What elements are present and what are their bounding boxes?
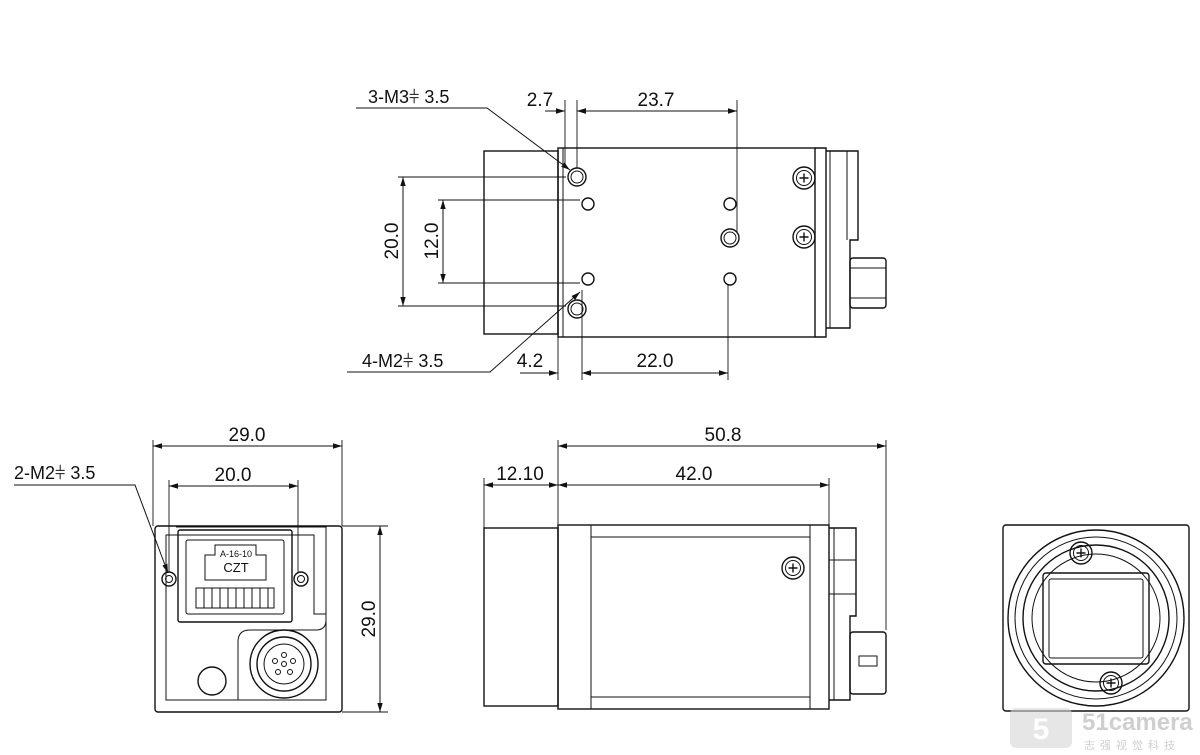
dim-hole-offset-top: 2.7 [527, 90, 553, 111]
dim-hole-offset-bottom: 4.2 [517, 351, 543, 372]
dim-lens-length: 12.10 [496, 464, 544, 485]
sensor-window [1042, 572, 1150, 665]
dim-hole-spacing-top: 23.7 [638, 90, 675, 111]
top-lens-barrel [483, 150, 559, 335]
top-view: 2.7 23.7 4.2 22.0 20.0 12.0 3-M3⫩ 3.5 4-… [347, 87, 887, 380]
connector-code: A-16-10 [220, 549, 252, 559]
dim-rear-height: 29.0 [359, 601, 380, 638]
dim-hole-spacing-inner: 12.0 [422, 223, 443, 260]
callout-rear-m2-holes: 2-M2⫩ 3.5 [14, 463, 95, 483]
watermark-brand: 51camera [1082, 709, 1193, 736]
power-connector-icon [249, 629, 319, 699]
side-view: 50.8 12.10 42.0 [483, 425, 887, 710]
callout-m2-holes: 4-M2⫩ 3.5 [362, 351, 443, 371]
top-body [557, 147, 816, 338]
callout-m3-holes: 3-M3⫩ 3.5 [368, 87, 449, 107]
dim-hole-spacing-bottom: 22.0 [637, 351, 674, 372]
side-screw-icon [781, 556, 805, 580]
dim-rear-inner-width: 20.0 [215, 465, 252, 486]
rear-housing [154, 525, 343, 713]
dim-hole-spacing-outer: 20.0 [382, 223, 403, 260]
dim-rear-width: 29.0 [229, 425, 266, 446]
front-housing [1002, 524, 1190, 712]
dim-body-length: 42.0 [676, 464, 713, 485]
front-view [1002, 524, 1190, 712]
svg-text:5: 5 [1033, 713, 1050, 746]
front-screw-icon [1069, 541, 1093, 565]
dim-overall-length: 50.8 [705, 425, 742, 446]
watermark-logo: 5 51camera 志强视觉科技 [1010, 708, 1193, 752]
status-led-icon [197, 666, 227, 696]
top-screw-icon [792, 166, 816, 190]
watermark-tagline: 志强视觉科技 [1084, 738, 1180, 752]
connector-brand: CZT [223, 560, 248, 575]
side-body [557, 524, 830, 710]
front-screw-icon [1099, 671, 1123, 695]
top-screw-icon [792, 225, 816, 249]
side-lens-barrel [483, 527, 559, 707]
lens-mount-icon [1007, 529, 1185, 707]
rear-view: A-16-10 CZT 29.0 20.0 29.0 2-M2⫩ 3.5 [14, 425, 388, 713]
